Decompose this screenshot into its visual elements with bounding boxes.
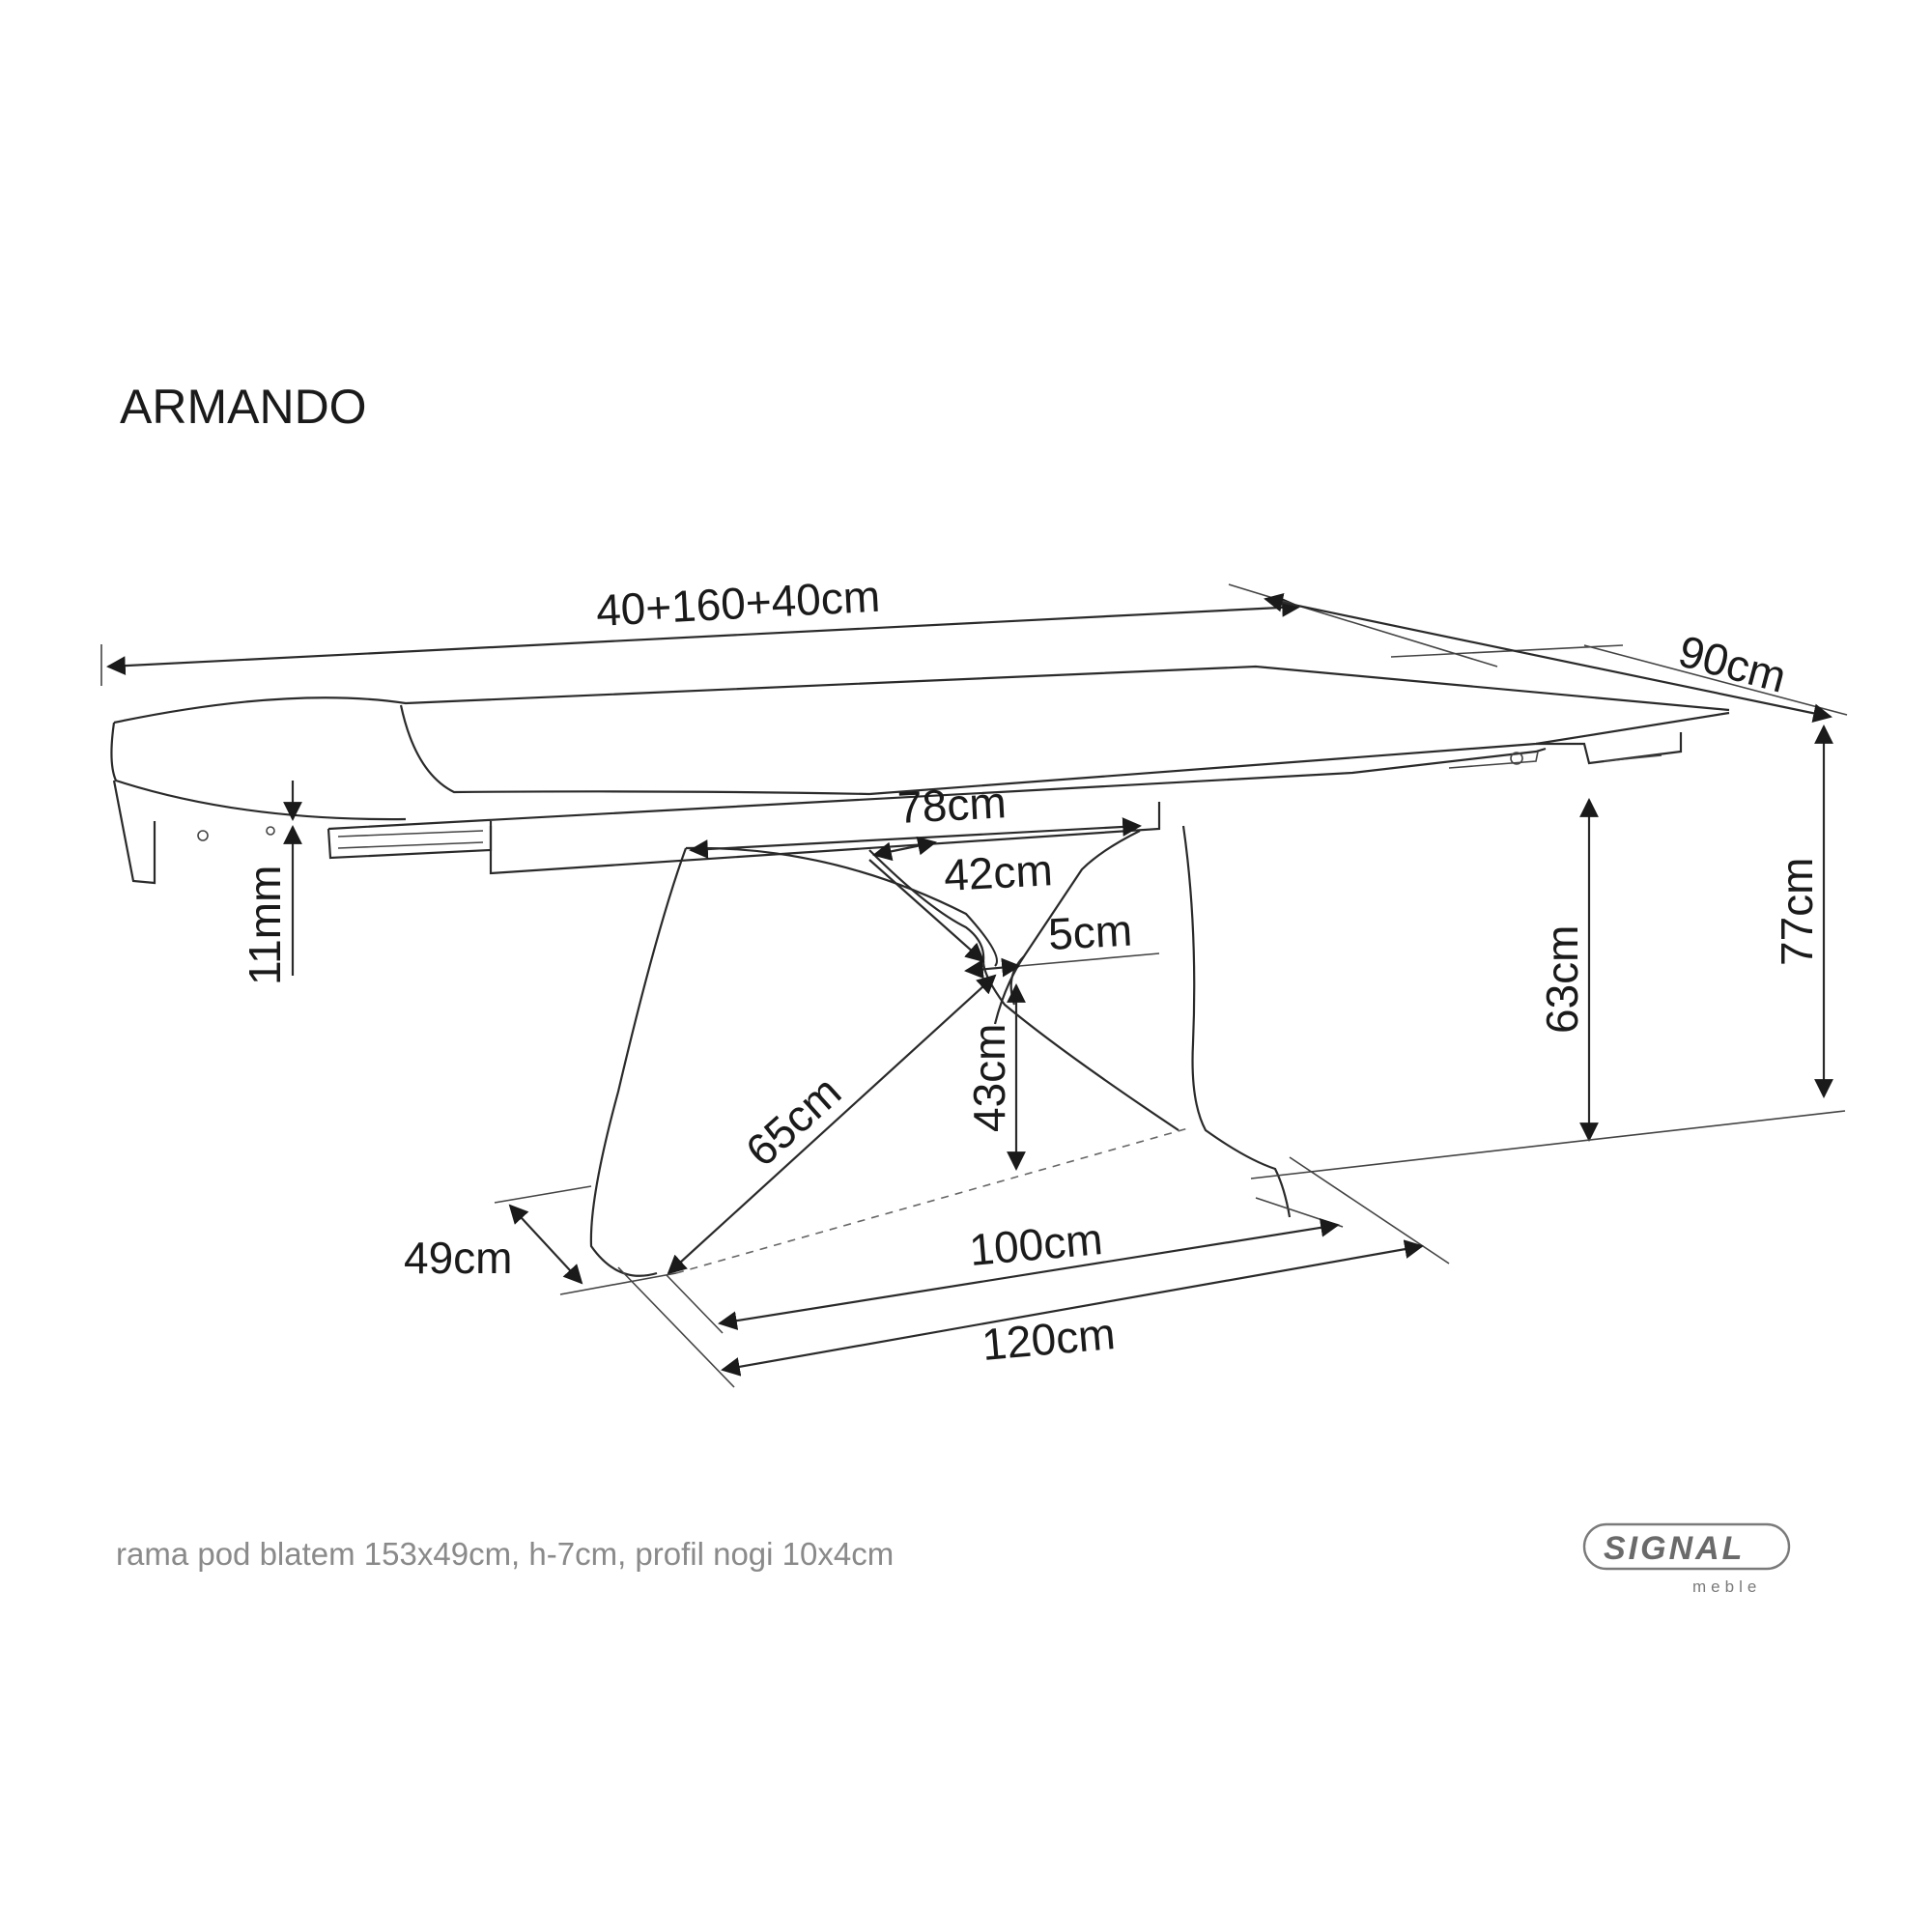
dim-foot-depth: 49cm: [404, 1185, 677, 1295]
dim-foot-outer: 120cm: [617, 1156, 1450, 1388]
leg-profile-label: 5cm: [1047, 905, 1134, 959]
logo-sub-text: meble: [1692, 1577, 1761, 1596]
base-height-label: 63cm: [1537, 925, 1587, 1034]
logo-main-text: SIGNAL: [1604, 1530, 1745, 1567]
table-top: [110, 665, 1730, 885]
foot-depth-label: 49cm: [404, 1233, 512, 1283]
top-thickness-label: 11mm: [240, 866, 290, 985]
dim-inner-width: 42cm: [872, 836, 1054, 900]
dim-depth: 90cm: [1228, 583, 1848, 724]
dim-length: 40+160+40cm: [100, 571, 1301, 686]
leg-height-label: 43cm: [964, 1024, 1014, 1132]
dim-foot-inner: 100cm: [666, 1197, 1344, 1334]
total-height-label: 77cm: [1772, 858, 1822, 966]
foot-outer-label: 120cm: [980, 1308, 1117, 1370]
table-base: [589, 825, 1292, 1277]
inner-width-label: 42cm: [943, 844, 1054, 900]
product-title: ARMANDO: [120, 380, 367, 434]
dim-total-height: 77cm: [1250, 724, 1846, 1179]
dim-leg-profile: 5cm: [868, 859, 1160, 980]
depth-label: 90cm: [1673, 625, 1791, 701]
frame-note: rama pod blatem 153x49cm, h-7cm, profil …: [116, 1536, 894, 1572]
dim-leg-height: 43cm: [964, 983, 1026, 1171]
dim-top-thickness: 11mm: [240, 781, 302, 985]
signal-logo: SIGNAL meble: [1582, 1522, 1791, 1596]
frame-width-label: 78cm: [896, 777, 1008, 833]
length-label: 40+160+40cm: [595, 571, 881, 636]
dim-base-height: 63cm: [1537, 798, 1599, 1142]
dim-frame-width: 78cm: [689, 777, 1142, 859]
